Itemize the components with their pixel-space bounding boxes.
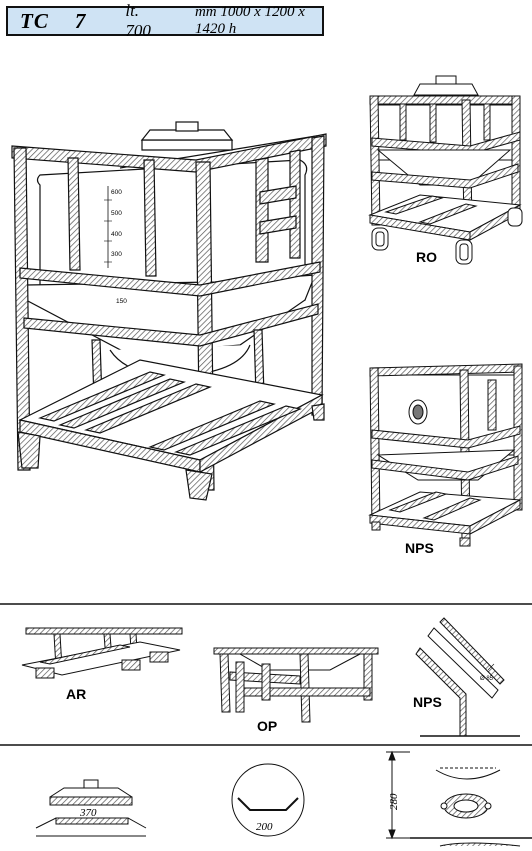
height-label: 280 (388, 793, 400, 810)
ar-label: AR (66, 686, 86, 702)
nps-accessory-label: NPS (413, 694, 442, 710)
ring-detail (231, 763, 305, 837)
model-number: 7 (74, 8, 86, 33)
ar-accessory (21, 627, 183, 679)
lid-detail (35, 779, 147, 837)
cone-mark: 150 (116, 298, 127, 305)
model-code: TC (20, 8, 49, 33)
lid-width-label: 370 (79, 807, 97, 819)
nps-accessory (415, 617, 520, 737)
scale-mark-300: 300 (111, 251, 122, 258)
scale-mark-600: 600 (111, 189, 122, 196)
capacity-label: lt. 700 (125, 1, 151, 40)
height-detail (386, 750, 532, 847)
ro-variant-tank (368, 75, 523, 265)
main-ibc-tank (11, 121, 327, 501)
op-accessory (213, 647, 379, 723)
ro-label: RO (416, 249, 437, 265)
op-label: OP (257, 718, 277, 734)
nps-detail-label: Ø 85 (480, 676, 494, 682)
ring-width-label: 200 (256, 821, 273, 833)
nps-variant-tank (368, 363, 523, 547)
nps-top-label: NPS (405, 540, 434, 556)
dimensions-label: mm 1000 x 1200 x 1420 h (194, 4, 305, 37)
title-bar: TC 7 lt. 700 mm 1000 x 1200 x 1420 h (6, 1, 324, 40)
scale-mark-500: 500 (111, 210, 122, 217)
scale-mark-400: 400 (111, 231, 122, 238)
